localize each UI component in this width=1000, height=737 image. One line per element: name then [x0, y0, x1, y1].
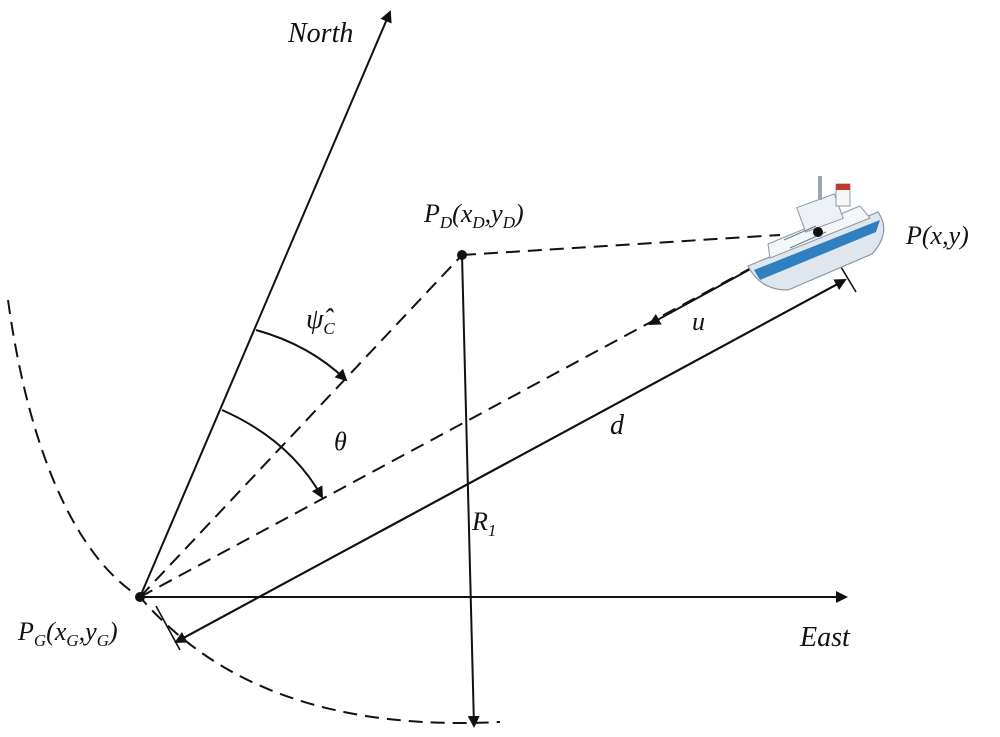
east-label: East — [799, 622, 851, 653]
point-pd — [457, 250, 467, 260]
pd-label: PD(xD,yD) — [423, 199, 524, 232]
tick-pg — [155, 605, 181, 651]
ship-position-label: P(x,y) — [905, 221, 969, 250]
d-label: d — [610, 410, 625, 441]
psi-c-label: ψ̂C — [306, 304, 335, 338]
r1-label: R1 — [471, 507, 496, 540]
d-vector-to-pg — [174, 279, 846, 643]
theta-angle-arc — [221, 409, 323, 499]
pg-label: PG(xG,yG) — [17, 617, 118, 650]
line-pd-ship — [461, 234, 781, 256]
u-label: u — [692, 307, 705, 336]
north-axis — [139, 10, 392, 598]
north-label: North — [287, 18, 353, 49]
point-pg — [135, 592, 145, 602]
radius-arc — [7, 299, 501, 724]
theta-label: θ — [334, 427, 347, 456]
psi-angle-arc — [255, 329, 348, 382]
r1-line — [461, 254, 480, 728]
line-pg-pd — [139, 254, 463, 598]
point-ship — [813, 227, 823, 237]
